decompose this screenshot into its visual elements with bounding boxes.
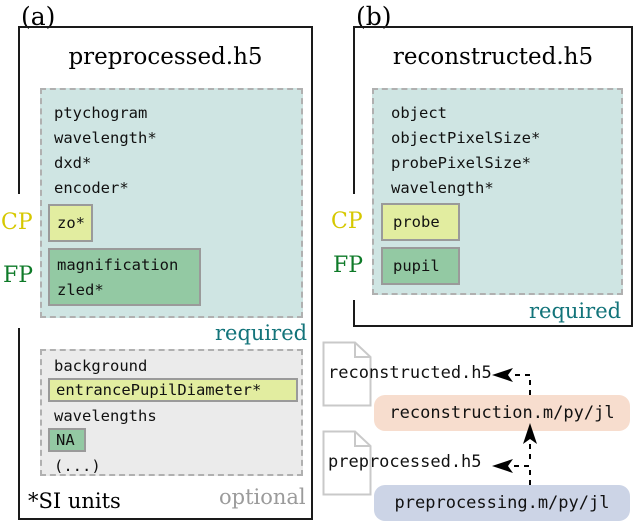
panel-b-entry-pupil: pupil (393, 256, 440, 275)
panel-a-letter: (a) (21, 2, 56, 31)
panel-a-optional-caption: optional (219, 485, 306, 509)
arrow-preprocessing-to-preprocessed (511, 465, 531, 485)
arrow-reconstruction-to-reconstructed (511, 374, 531, 395)
panel-b-border-gap (351, 194, 357, 300)
panel-b-fp-label: FP (333, 253, 364, 278)
panel-b-entry-objectpixelsize: objectPixelSize* (391, 129, 541, 147)
panel-a-optional-ellipsis: (...) (54, 457, 101, 475)
file-label-reconstructed: reconstructed.h5 (328, 363, 492, 383)
panel-a-cp-box: zo* (48, 204, 93, 242)
panel-b-letter: (b) (356, 2, 392, 31)
panel-b-entry-wavelength: wavelength* (391, 179, 494, 197)
panel-a-entry-ptychogram: ptychogram (54, 104, 148, 122)
panel-a-optional-entrancepupildiameter-box: entrancePupilDiameter* (48, 378, 298, 402)
script-pill-preprocessing: preprocessing.m/py/jl (374, 485, 630, 521)
file-document-icon (322, 430, 372, 496)
panel-a-entry-zled: zled* (57, 281, 104, 299)
panel-b-cp-label: CP (331, 209, 363, 234)
panel-a-entry-magnification: magnification (57, 256, 179, 274)
panel-a-entry-zo: zo* (57, 213, 85, 232)
panel-a-title: preprocessed.h5 (68, 44, 263, 70)
panel-b-entry-object: object (391, 104, 447, 122)
arrowhead-preprocessed (492, 459, 513, 473)
panel-b-title: reconstructed.h5 (392, 44, 594, 70)
panel-a-required-caption: required (215, 321, 308, 345)
script-pill-reconstruction: reconstruction.m/py/jl (374, 395, 630, 431)
file-label-preprocessed: preprocessed.h5 (328, 452, 482, 472)
panel-a-fp-box: magnification zled* (48, 248, 201, 306)
panel-a-entry-wavelength: wavelength* (54, 129, 157, 147)
panel-a-entry-encoder: encoder* (54, 179, 129, 197)
panel-a-si-units-note: *SI units (28, 489, 121, 513)
panel-a-entry-dxd: dxd* (54, 154, 92, 172)
panel-a-border-gap (16, 194, 22, 328)
panel-a-cp-label: CP (1, 210, 33, 235)
panel-b-required-caption: required (529, 299, 622, 323)
panel-a-optional-group (40, 349, 303, 476)
panel-a-optional-entrancepupildiameter: entrancePupilDiameter* (56, 380, 262, 399)
panel-b-entry-probepixelsize: probePixelSize* (391, 154, 531, 172)
panel-b-fp-box: pupil (381, 247, 460, 285)
arrowhead-reconstructed (492, 368, 513, 382)
file-icon-reconstructed (322, 341, 372, 407)
panel-a-optional-na: NA (56, 430, 75, 449)
panel-b-cp-box: probe (381, 203, 460, 241)
panel-a-optional-na-box: NA (48, 428, 86, 452)
panel-b-entry-probe: probe (393, 212, 440, 231)
file-icon-preprocessed (322, 430, 372, 496)
panel-a-optional-background: background (54, 357, 148, 375)
panel-a-optional-wavelengths: wavelengths (54, 407, 157, 425)
script-label-reconstruction: reconstruction.m/py/jl (389, 402, 615, 423)
file-document-icon (322, 341, 372, 407)
panel-b-frame (353, 26, 633, 327)
script-label-preprocessing: preprocessing.m/py/jl (394, 492, 610, 513)
panel-a-fp-label: FP (3, 263, 34, 288)
